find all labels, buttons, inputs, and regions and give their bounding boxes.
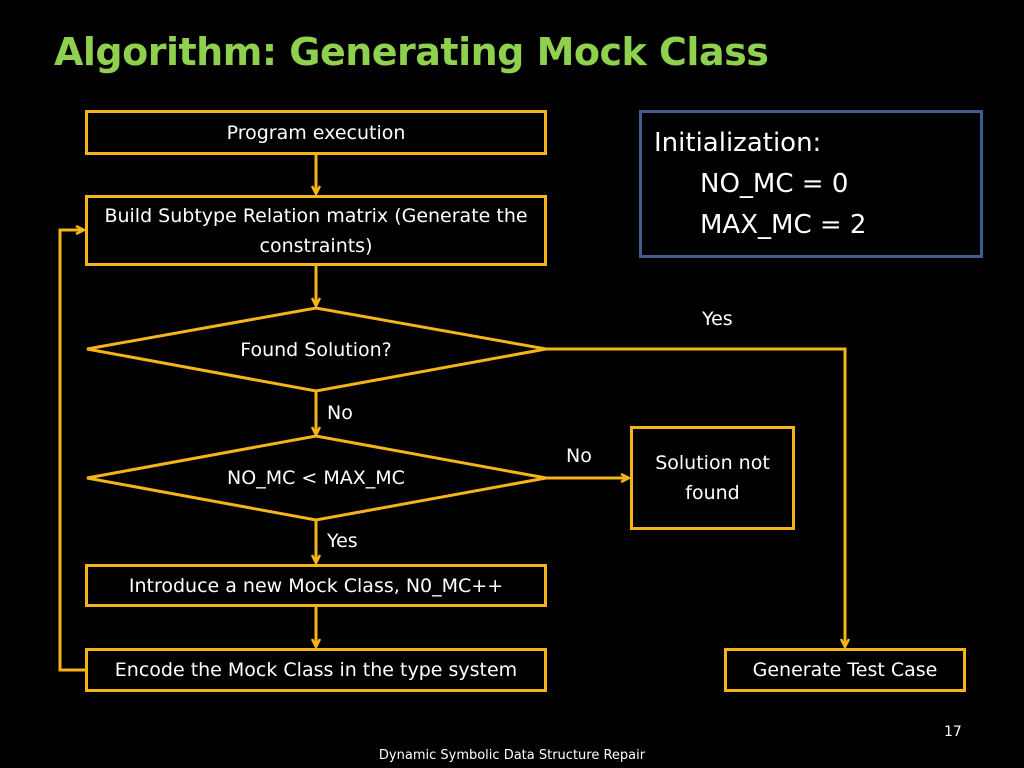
node-mc-check: NO_MC < MAX_MC bbox=[227, 467, 405, 489]
edge-loop-back bbox=[58, 230, 85, 672]
node-program-execution: Program execution bbox=[85, 110, 547, 155]
edge-label-found-no: No bbox=[327, 402, 353, 424]
node-introduce-mock: Introduce a new Mock Class, N0_MC++ bbox=[85, 564, 547, 607]
edge-label-mc-no: No bbox=[566, 445, 592, 467]
slide-title: Algorithm: Generating Mock Class bbox=[54, 30, 769, 74]
slide-footer: Dynamic Symbolic Data Structure Repair bbox=[378, 748, 646, 763]
node-encode-mock: Encode the Mock Class in the type system bbox=[85, 648, 547, 692]
edge-found-yes bbox=[546, 347, 845, 646]
page-number: 17 bbox=[944, 724, 962, 740]
initialization-box: Initialization: NO_MC = 0 MAX_MC = 2 bbox=[639, 110, 983, 258]
edge-label-mc-yes: Yes bbox=[327, 530, 358, 552]
edge-label-found-yes: Yes bbox=[702, 308, 733, 330]
initialization-no-mc: NO_MC = 0 bbox=[700, 169, 849, 199]
initialization-max-mc: MAX_MC = 2 bbox=[700, 210, 867, 240]
initialization-heading: Initialization: bbox=[654, 128, 822, 158]
node-solution-not-found: Solution not found bbox=[630, 426, 795, 530]
node-build-matrix: Build Subtype Relation matrix (Generate … bbox=[85, 195, 547, 266]
node-generate-test-case: Generate Test Case bbox=[724, 648, 966, 692]
node-found-solution: Found Solution? bbox=[240, 339, 392, 361]
